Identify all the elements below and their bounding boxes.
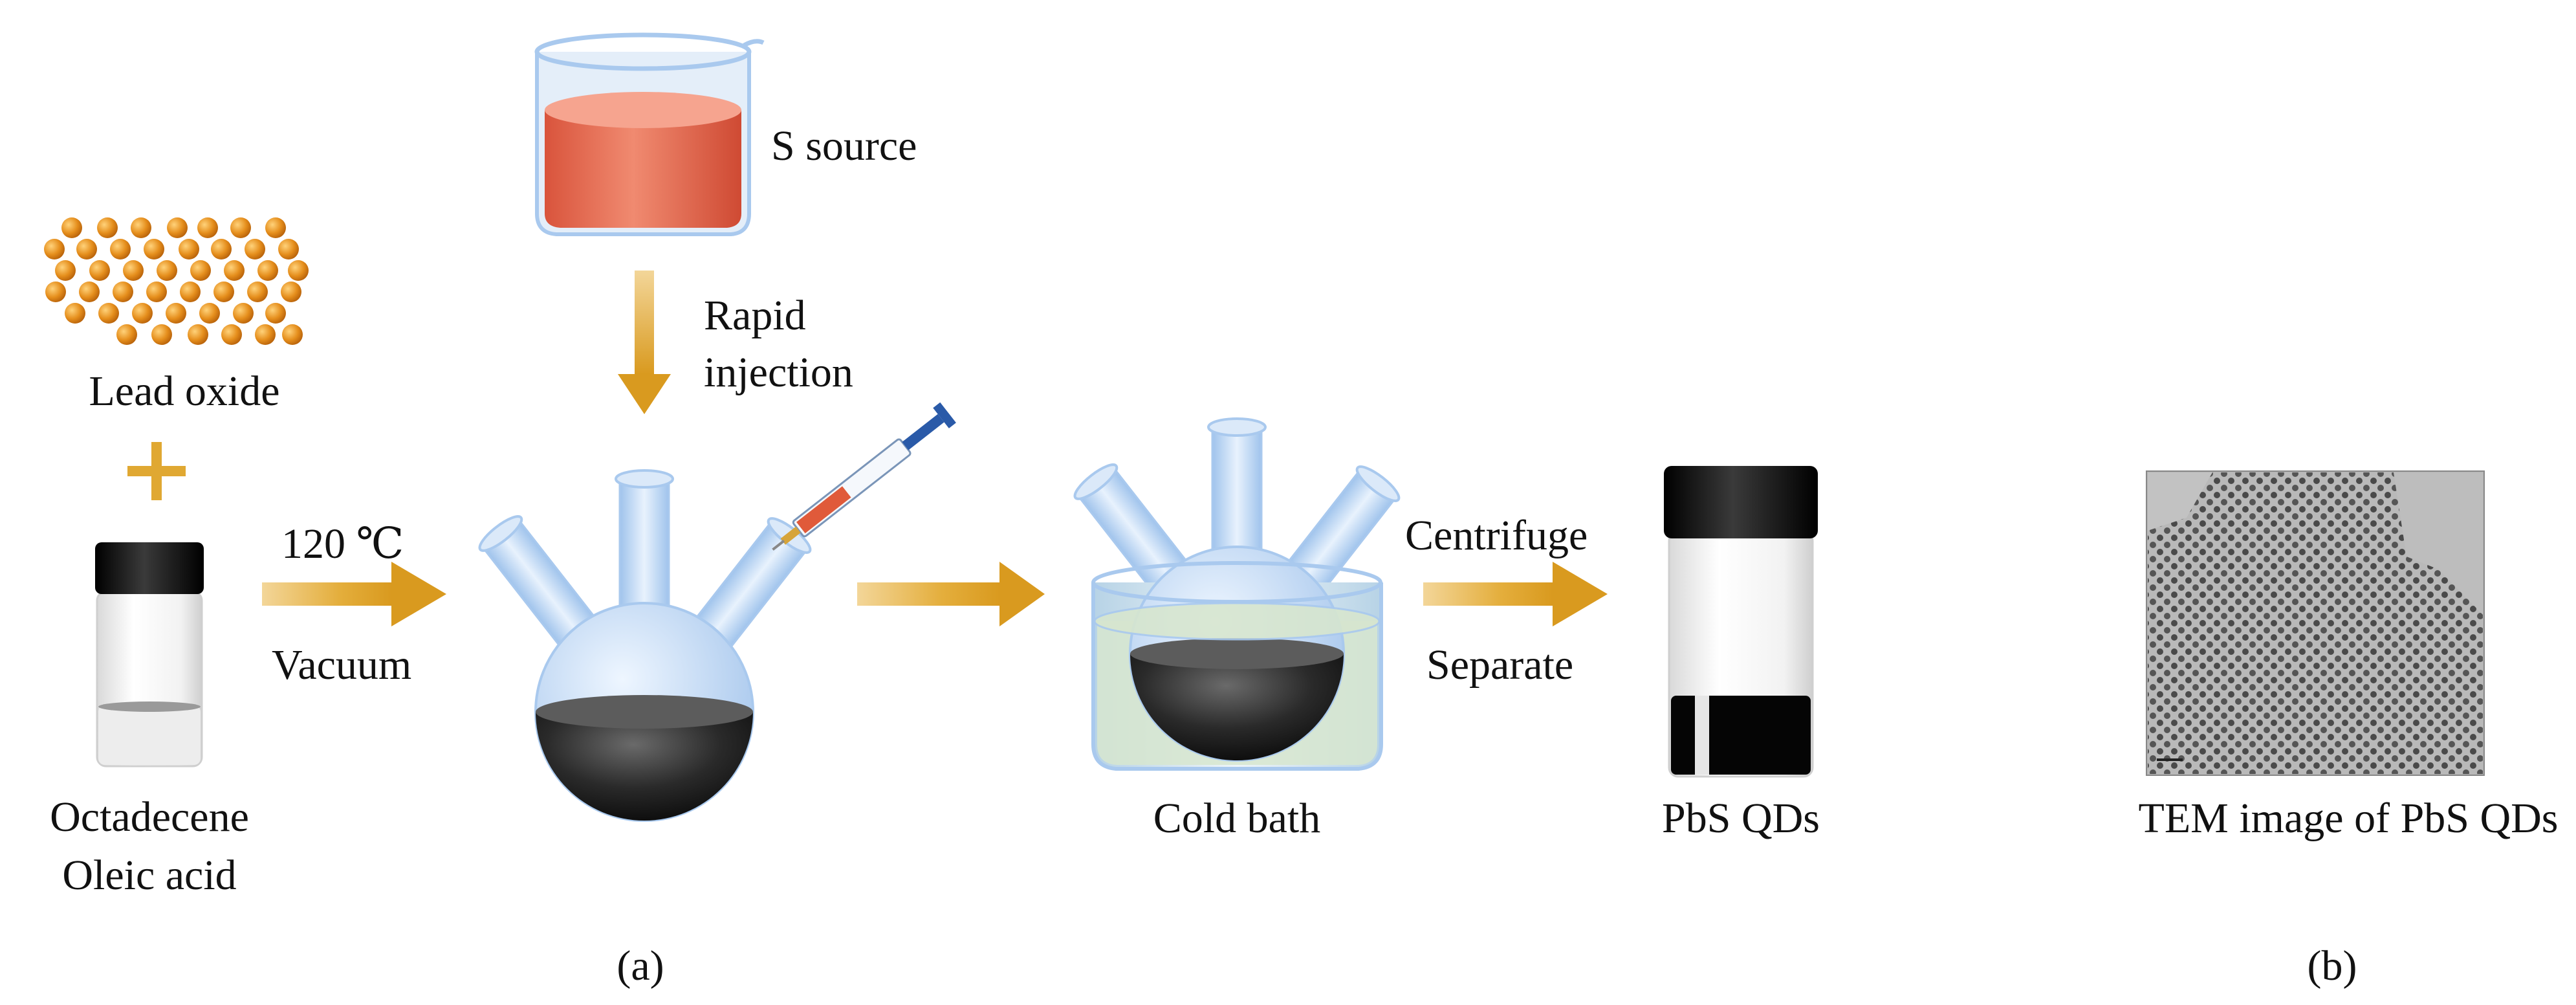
temperature-label: 120 ℃ (281, 520, 404, 568)
bead-particle (190, 260, 211, 281)
bead-particle (97, 217, 118, 238)
vacuum-label: Vacuum (272, 641, 412, 689)
bead-particle (179, 239, 199, 260)
bead-particle (230, 217, 251, 238)
bead-particle (151, 324, 172, 345)
heat-vacuum-arrow (262, 562, 446, 626)
bead-particle (282, 324, 303, 345)
tem-caption: TEM image of PbS QDs (2138, 795, 2559, 842)
centrifuge-arrow (1423, 562, 1608, 626)
bead-particle (213, 282, 234, 302)
bead-particle (265, 217, 286, 238)
separate-label: Separate (1426, 641, 1574, 689)
bead-particle (247, 282, 268, 302)
bead-particle (55, 260, 76, 281)
bead-particle (257, 260, 278, 281)
bead-particle (123, 260, 144, 281)
panel-a-label: (a) (617, 942, 664, 989)
bead-particle (199, 303, 220, 324)
bead-particle (166, 303, 186, 324)
bead-particle (76, 239, 97, 260)
s-source-beaker (534, 32, 765, 236)
lead-oxide-label: Lead oxide (89, 368, 280, 415)
bead-particle (221, 324, 242, 345)
centrifuge-label: Centrifuge (1405, 512, 1588, 559)
three-neck-flask (478, 469, 812, 822)
bead-particle (180, 282, 201, 302)
bead-particle (281, 282, 301, 302)
bead-particle (278, 239, 299, 260)
lead-oxide-particles (44, 217, 309, 345)
octadecene-label: Octadecene (50, 793, 249, 841)
bead-particle (197, 217, 218, 238)
bead-particle (224, 260, 245, 281)
bead-particle (61, 217, 82, 238)
rapid-injection-arrow (618, 271, 671, 414)
tem-image (2146, 470, 2485, 776)
s-source-label: S source (771, 122, 917, 170)
bead-particle (131, 217, 151, 238)
plus-sign-icon (127, 442, 186, 500)
bead-particle (245, 239, 265, 260)
bead-particle (98, 303, 119, 324)
bead-particle (116, 324, 137, 345)
bead-particle (265, 303, 286, 324)
bead-particle (110, 239, 131, 260)
bead-particle (89, 260, 110, 281)
bead-particle (167, 217, 188, 238)
pbs-qds-vial (1664, 466, 1818, 778)
transfer-arrow (857, 562, 1045, 626)
rapid-label: Rapid (704, 292, 806, 339)
cold-bath (1073, 417, 1401, 771)
bead-particle (45, 282, 66, 302)
bead-particle (288, 260, 309, 281)
bead-particle (255, 324, 276, 345)
bead-particle (157, 260, 177, 281)
pbs-qds-label: PbS QDs (1662, 795, 1820, 842)
bead-particle (146, 282, 167, 302)
injection-label: injection (704, 349, 853, 396)
bead-particle (211, 239, 232, 260)
bead-particle (113, 282, 133, 302)
bead-particle (79, 282, 100, 302)
precursor-vial (95, 542, 204, 768)
cold-bath-label: Cold bath (1153, 795, 1321, 842)
bead-particle (65, 303, 85, 324)
oleic-acid-label: Oleic acid (62, 852, 237, 899)
bead-particle (233, 303, 254, 324)
bead-particle (44, 239, 65, 260)
bead-particle (132, 303, 153, 324)
panel-b-label: (b) (2307, 942, 2357, 989)
bead-particle (188, 324, 208, 345)
bead-particle (144, 239, 164, 260)
syringe-icon (772, 402, 956, 551)
